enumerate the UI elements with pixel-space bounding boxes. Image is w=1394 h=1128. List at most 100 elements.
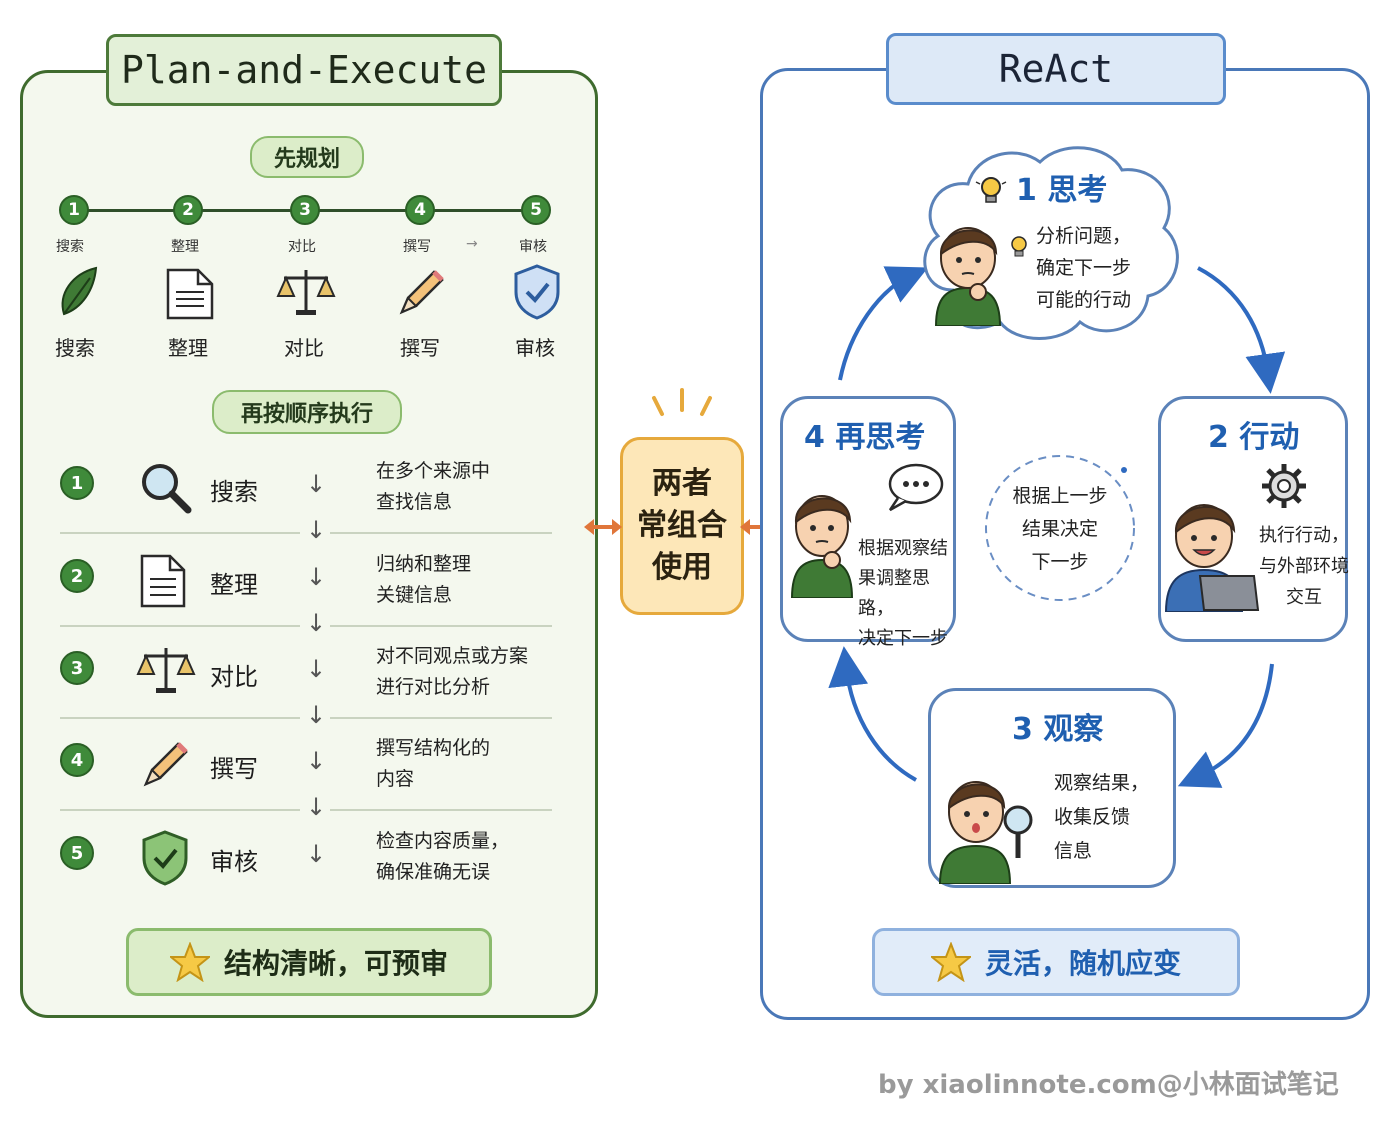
row-desc-2-line2: 关键信息	[376, 584, 453, 606]
combined-line1: 两者	[652, 466, 712, 501]
row-name-4: 撰写	[210, 755, 258, 783]
star-icon-right	[930, 942, 971, 982]
node-observe-desc-line1: 观察结果，	[1054, 772, 1150, 794]
boy-rethink-avatar	[790, 495, 854, 598]
timeline-label-5: 审核	[515, 336, 555, 360]
center-text-line1: 根据上一步	[1012, 485, 1108, 507]
pencil-icon	[143, 742, 188, 787]
watermark: by xiaolinnote.com@小林面试笔记	[878, 1070, 1339, 1100]
speech-bubble-icon	[888, 463, 944, 512]
node-rethink-desc-line1: 根据观察结	[858, 538, 948, 559]
node-observe-title: 3 观察	[1012, 712, 1104, 747]
node-think-desc-line1: 分析问题，	[1036, 225, 1132, 247]
between-arrow-3: ↓	[306, 701, 327, 729]
node-think-title: 1 思考	[1016, 173, 1108, 208]
row-number-2: 2	[60, 559, 94, 593]
star-icon	[169, 942, 210, 982]
document-icon-top	[166, 268, 214, 320]
boy-thinking-avatar	[934, 227, 1002, 326]
row-desc-1-line1: 在多个来源中	[376, 460, 491, 482]
combined-line2: 常组合	[637, 508, 727, 543]
pencil-icon-top	[399, 270, 444, 315]
combined-use-box: 两者 常组合 使用	[620, 437, 744, 615]
between-arrow-1: ↓	[306, 516, 327, 544]
timeline-step-4: 4	[405, 195, 435, 225]
scales-icon-top	[276, 270, 336, 315]
node-rethink-desc: 根据观察结 果调整思路， 决定下一步	[858, 534, 958, 654]
react-footer-text: 灵活，随机应变	[984, 947, 1181, 980]
lightbulb-icon	[975, 177, 1007, 203]
node-rethink-title: 4 再思考	[804, 420, 926, 455]
leaf-icon	[61, 266, 98, 316]
center-text-line2: 结果决定	[1021, 518, 1098, 540]
double-arrow-left-icon	[584, 519, 622, 535]
combined-line3: 使用	[652, 550, 712, 585]
between-arrow-2: ↓	[306, 609, 327, 637]
row-divider-1a	[60, 532, 300, 534]
row-arrow-2: ↓	[306, 563, 327, 591]
row-desc-2-line1: 归纳和整理	[376, 553, 472, 575]
plan-footer-text: 结构清晰，可预审	[223, 947, 448, 980]
timeline-step-3: 3	[290, 195, 320, 225]
node-observe-desc: 观察结果， 收集反馈 信息	[1054, 766, 1149, 868]
center-dashed-circle	[985, 455, 1135, 601]
row-desc-3: 对不同观点或方案 进行对比分析	[376, 641, 576, 703]
small-lightbulb-icon	[1011, 236, 1027, 257]
row-desc-1: 在多个来源中 查找信息	[376, 456, 566, 518]
row-number-3: 3	[60, 651, 94, 685]
timeline-label-1: 搜索	[55, 336, 95, 360]
document-icon	[140, 554, 186, 608]
node-think-desc-line2: 确定下一步	[1036, 257, 1132, 279]
row-name-3: 对比	[210, 663, 258, 691]
node-action-desc: 执行行动， 与外部环境 交互	[1258, 520, 1350, 613]
node-think-desc-line3: 可能的行动	[1036, 289, 1132, 311]
timeline-tiny-label-1: 搜索	[56, 239, 84, 255]
row-desc-3-line1: 对不同观点或方案	[376, 645, 529, 667]
react-title: ReAct	[886, 33, 1226, 105]
row-divider-4b	[330, 809, 552, 811]
magnifier-icon	[142, 464, 192, 514]
node-action-title: 2 行动	[1208, 420, 1300, 455]
node-action-desc-line2: 与外部环境	[1259, 556, 1349, 577]
row-desc-4: 撰写结构化的 内容	[376, 733, 566, 795]
row-name-5: 审核	[210, 848, 258, 876]
plan-first-label: 先规划	[250, 136, 364, 178]
row-arrow-3: ↓	[306, 655, 327, 683]
row-divider-3a	[60, 717, 300, 719]
highlight-rays-icon	[652, 388, 712, 416]
row-desc-2: 归纳和整理 关键信息	[376, 549, 566, 611]
row-name-2: 整理	[210, 571, 258, 599]
row-name-1: 搜索	[210, 478, 258, 506]
timeline-tiny-label-4: 撰写	[403, 239, 431, 255]
between-arrow-4: ↓	[306, 793, 327, 821]
row-desc-5: 检查内容质量， 确保准确无误	[376, 826, 566, 888]
cycle-arrows	[828, 266, 1286, 788]
plan-and-execute-title: Plan-and-Execute	[106, 34, 502, 106]
row-desc-4-line2: 内容	[376, 768, 415, 790]
row-divider-4a	[60, 809, 300, 811]
row-desc-1-line2: 查找信息	[376, 491, 453, 513]
row-desc-5-line2: 确保准确无误	[376, 861, 491, 883]
row-number-5: 5	[60, 836, 94, 870]
node-rethink-desc-line3: 决定下一步	[858, 628, 948, 649]
center-text-line3: 下一步	[1031, 551, 1089, 573]
execute-in-order-label: 再按顺序执行	[212, 390, 402, 434]
row-divider-2a	[60, 625, 300, 627]
row-divider-2b	[330, 625, 552, 627]
node-rethink-desc-line2: 果调整思路，	[858, 568, 930, 619]
node-action-desc-line1: 执行行动，	[1259, 525, 1349, 546]
row-number-4: 4	[60, 743, 94, 777]
timeline-label-2: 整理	[168, 336, 208, 360]
boy-laptop-avatar	[1164, 504, 1260, 612]
plan-footer: 结构清晰，可预审	[126, 928, 492, 996]
row-desc-5-line1: 检查内容质量，	[376, 830, 510, 852]
timeline-label-3: 对比	[284, 336, 324, 360]
timeline-tiny-label-3: 对比	[288, 239, 316, 255]
timeline-tiny-label-5: 审核	[519, 239, 547, 255]
timeline-tiny-label-2: 整理	[171, 239, 199, 255]
node-action-desc-line3: 交互	[1286, 587, 1322, 608]
plan-and-execute-panel	[20, 70, 598, 1018]
row-divider-1b	[330, 532, 552, 534]
shield-check-icon-top	[514, 264, 560, 320]
row-desc-4-line1: 撰写结构化的	[376, 737, 491, 759]
